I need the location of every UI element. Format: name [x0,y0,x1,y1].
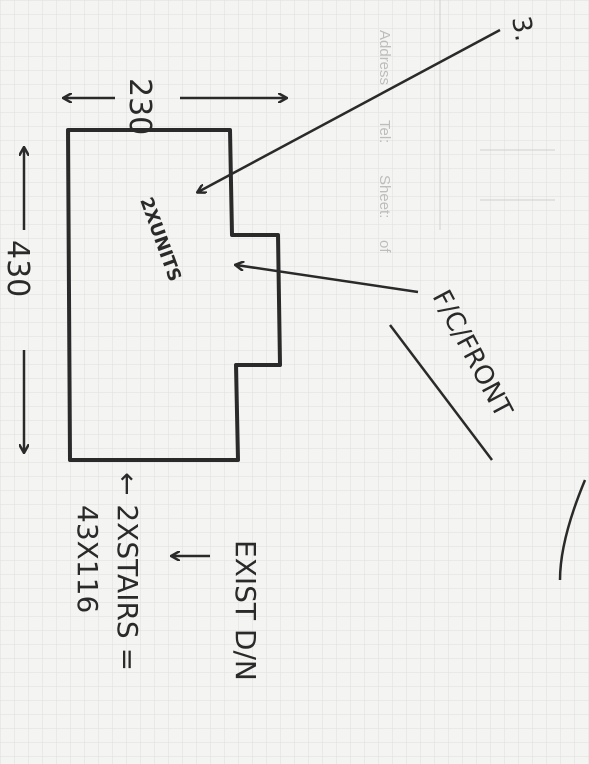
printed-form: Address Tel: Sheet: of [376,30,393,253]
staircase-label: ← 2XSTAIRS = [111,472,144,671]
existing-label: EXIST D/N [229,540,262,681]
of-label: of [376,240,393,253]
front-arrow [236,265,419,294]
front-curve [558,479,587,581]
length-dimension-label: 430 [0,240,35,297]
front-underline [389,324,493,461]
address-label: Address [376,30,393,85]
width-dimension-label: 230 [122,78,157,135]
tel-label: Tel: [376,120,393,143]
pointer-arrow [198,28,501,192]
sheet-label: Sheet: [376,175,393,218]
building-outline [66,128,282,462]
staircase-size: 43X116 [71,505,104,613]
corner-mark: 3. [505,14,539,44]
